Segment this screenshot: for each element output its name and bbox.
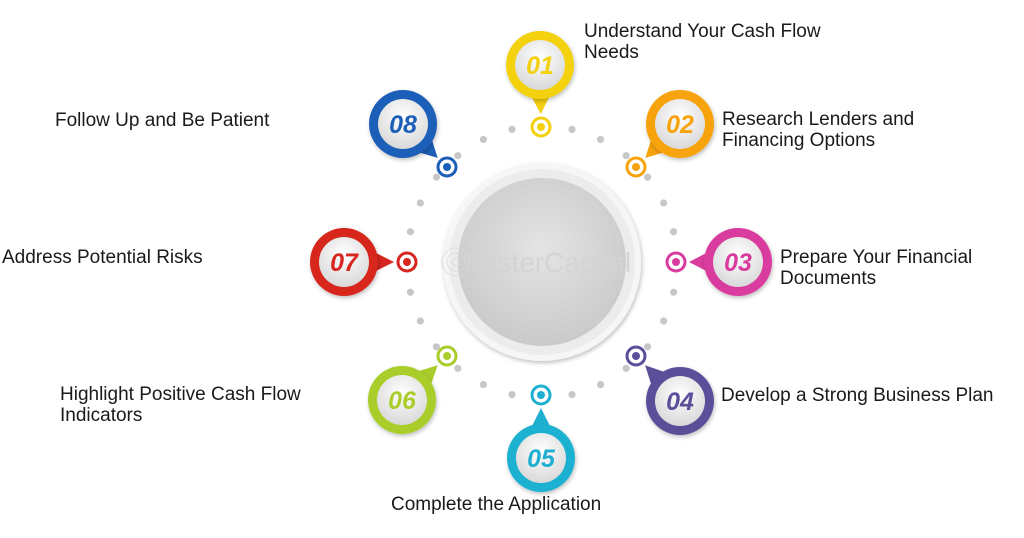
step-marker-04: 04 — [625, 345, 714, 435]
anchor-dot — [632, 163, 640, 171]
step-markers: 01 02 03 04 05 06 07 08 — [310, 31, 772, 492]
ring-dot — [568, 125, 576, 134]
ring-dot — [454, 152, 462, 160]
ring-dot — [670, 288, 678, 296]
step-07-label: Address Potential Risks — [2, 247, 203, 268]
step-marker-08: 08 — [369, 90, 458, 178]
anchor-dot — [537, 391, 545, 399]
ring-dot — [406, 288, 414, 296]
ring-dot — [454, 364, 462, 372]
center-circle-inner — [458, 178, 626, 346]
step-number: 06 — [388, 387, 417, 415]
ring-dot — [432, 173, 441, 181]
ring-dot — [596, 380, 605, 389]
step-08-label: Follow Up and Be Patient — [55, 110, 270, 131]
step-06-label: Highlight Positive Cash Flow Indicators — [60, 384, 301, 426]
ring-dot — [416, 317, 424, 325]
ring-dot — [622, 152, 630, 160]
step-number: 08 — [389, 111, 417, 139]
badge-disc — [378, 99, 428, 149]
ring-dot — [432, 343, 441, 351]
anchor-dot — [443, 352, 451, 360]
step-marker-03: 03 — [665, 228, 772, 296]
step-number: 04 — [666, 388, 694, 416]
anchor-dot — [403, 258, 411, 266]
ring-dot — [660, 199, 668, 207]
ring-dot — [596, 135, 605, 144]
badge-disc — [655, 376, 705, 426]
anchor-dot — [672, 258, 680, 266]
badge-disc — [515, 40, 565, 90]
step-02-label: Research Lenders and Financing Options — [722, 109, 915, 151]
step-number: 02 — [666, 111, 694, 139]
watermark-text: FasterCapital — [465, 247, 632, 278]
anchor-dot — [443, 163, 451, 171]
step-number: 03 — [724, 249, 752, 277]
ring-dot — [643, 343, 652, 351]
step-01-label: Understand Your Cash Flow Needs — [584, 21, 821, 63]
step-marker-01: 01 — [506, 31, 574, 138]
ring-dot — [508, 125, 516, 134]
ring-dot — [568, 390, 576, 399]
ring-dot — [416, 199, 424, 207]
ring-dot — [479, 135, 488, 144]
step-number: 05 — [527, 445, 556, 473]
ring-dot — [479, 380, 488, 389]
step-marker-02: 02 — [625, 90, 714, 178]
step-marker-07: 07 — [310, 228, 418, 296]
badge-disc — [713, 237, 763, 287]
badge-disc — [655, 99, 705, 149]
badge-disc — [377, 375, 427, 425]
anchor-dot — [537, 123, 545, 131]
step-number: 01 — [526, 52, 554, 80]
fingerprint-logo-icon — [441, 247, 471, 277]
ring-dot — [508, 390, 516, 399]
step-marker-06: 06 — [368, 345, 458, 434]
step-05-label: Complete the Application — [391, 494, 602, 515]
ring-dot — [660, 317, 668, 325]
ring-dot — [670, 228, 678, 236]
step-marker-05: 05 — [507, 384, 575, 492]
step-number: 07 — [330, 249, 359, 277]
step-03-label: Prepare Your Financial Documents — [780, 247, 973, 289]
step-04-label: Develop a Strong Business Plan — [721, 385, 994, 406]
ring-dot — [643, 173, 652, 181]
badge-disc — [516, 433, 566, 483]
anchor-dot — [632, 352, 640, 360]
badge-disc — [319, 237, 369, 287]
ring-dot — [406, 228, 414, 236]
ring-dot — [622, 364, 630, 372]
